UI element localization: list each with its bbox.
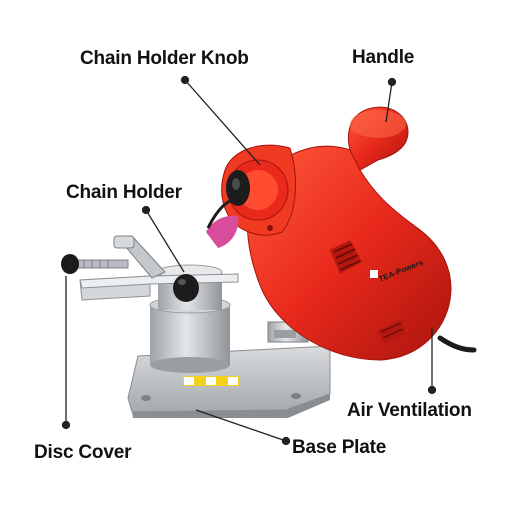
leader-dot bbox=[141, 205, 151, 215]
leader-dot bbox=[387, 77, 397, 87]
leader-chain-holder bbox=[145, 209, 185, 273]
label-chain-holder: Chain Holder bbox=[66, 182, 182, 203]
leader-dot bbox=[61, 420, 71, 430]
tension-knob bbox=[61, 254, 79, 274]
grinding-disc bbox=[206, 215, 239, 248]
leader-dot bbox=[427, 385, 437, 395]
leader-handle bbox=[385, 81, 393, 123]
chain-holder-knob-small bbox=[173, 274, 199, 302]
leader-lines bbox=[61, 75, 437, 446]
leader-dot bbox=[281, 436, 291, 446]
label-handle: Handle bbox=[352, 47, 415, 68]
leader-base-plate bbox=[195, 409, 287, 442]
base-screw-hole bbox=[141, 395, 151, 401]
label-chain-holder-knob: Chain Holder Knob bbox=[80, 48, 249, 69]
leader-dot bbox=[180, 75, 190, 85]
leader-chain-holder-knob bbox=[184, 79, 261, 166]
label-base-plate: Base Plate bbox=[292, 437, 387, 458]
label-air-ventilation: Air Ventilation bbox=[347, 400, 472, 421]
label-disc-cover: Disc Cover bbox=[34, 442, 132, 463]
power-cord bbox=[437, 335, 477, 353]
base-screw-hole bbox=[291, 393, 301, 399]
air-ventilation bbox=[330, 240, 406, 344]
disc-cover bbox=[79, 273, 239, 301]
column bbox=[149, 264, 231, 373]
chain-holder bbox=[61, 235, 199, 302]
motor-body: TEA-Powers bbox=[206, 106, 452, 361]
